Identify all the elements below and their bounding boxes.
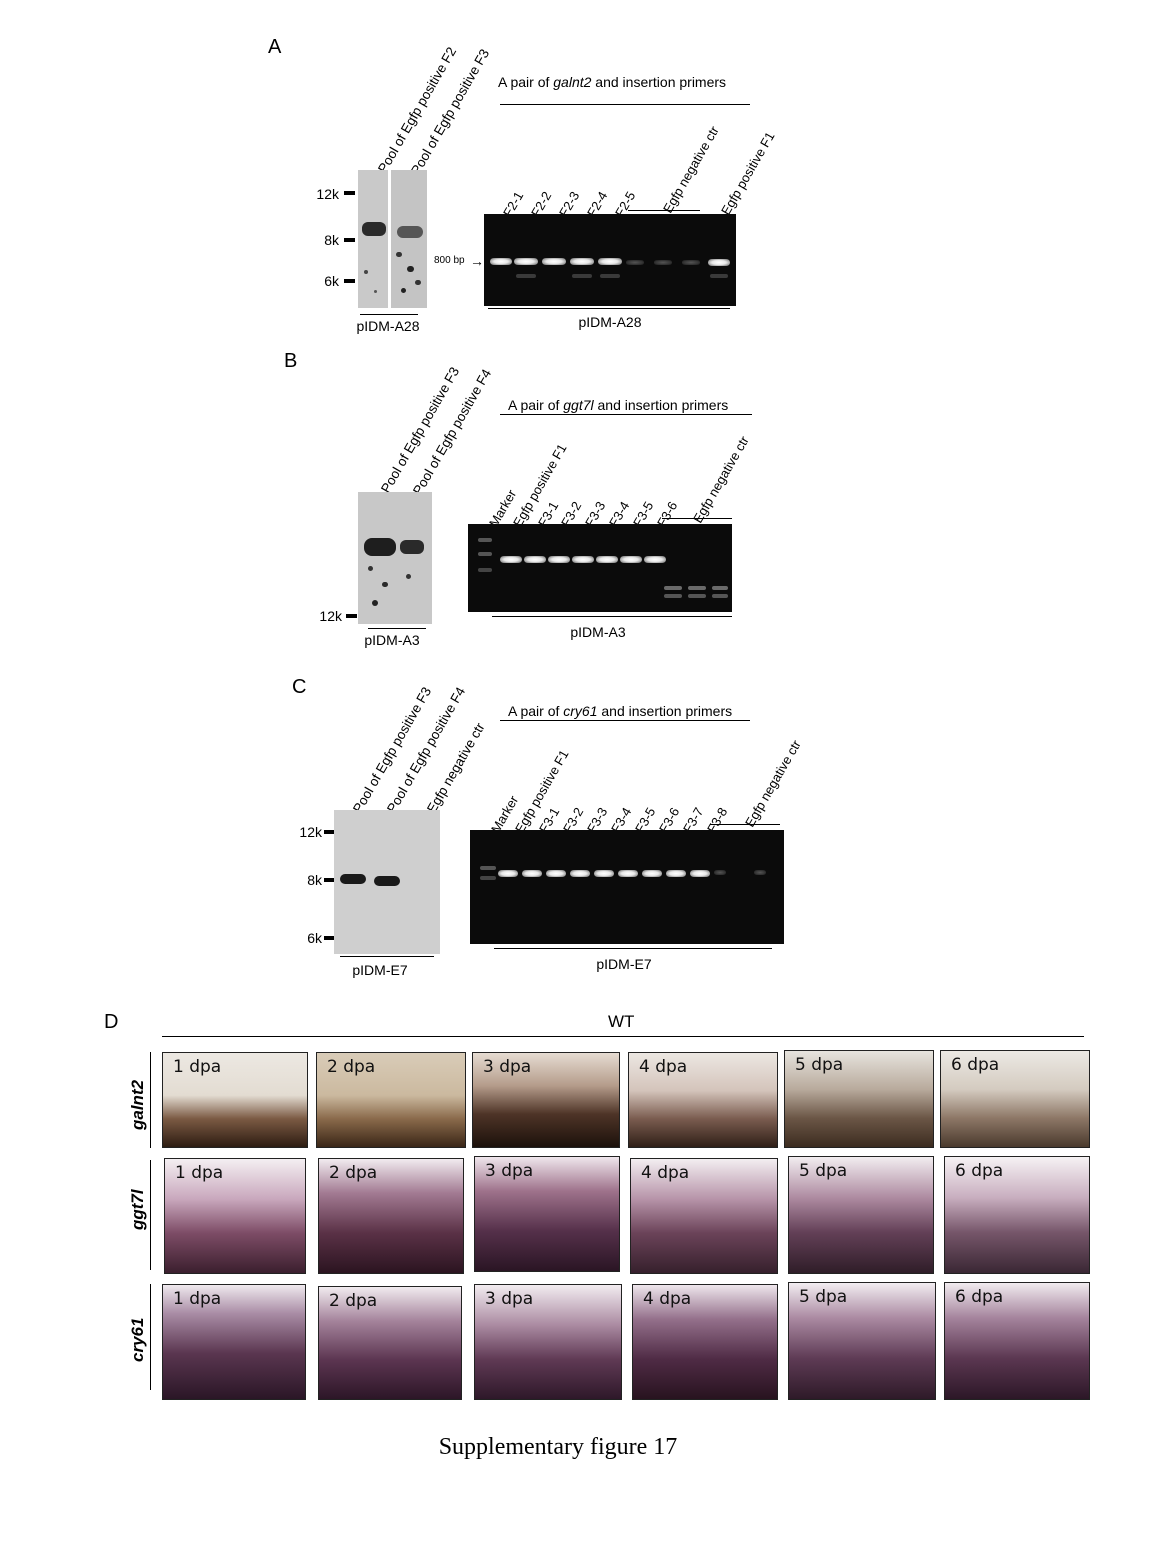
pcr-b-neg-label: Egfp negative ctr xyxy=(690,433,752,526)
fin-image-galnt2-6dpa: 6 dpa xyxy=(940,1050,1090,1148)
fin-image-cry61-4dpa: 4 dpa xyxy=(632,1284,778,1400)
fin-image-cry61-3dpa: 3 dpa xyxy=(474,1284,622,1400)
fin-image-galnt2-5dpa: 5 dpa xyxy=(784,1050,934,1148)
blot-b-size-12k: 12k xyxy=(319,608,342,624)
fin-image-cry61-5dpa: 5 dpa xyxy=(788,1282,936,1400)
blot-a-tick xyxy=(344,238,355,242)
blot-a-underline xyxy=(360,314,418,315)
blot-c-tick xyxy=(324,936,335,940)
blot-c-caption: pIDM-E7 xyxy=(352,962,408,978)
gene-label-cry61: cry61 xyxy=(128,1317,147,1362)
fin-image-ggt7l-1dpa: 1 dpa xyxy=(164,1158,306,1274)
pcr-b-neg-line xyxy=(662,518,732,519)
southern-blot-b xyxy=(358,492,432,624)
fin-image-galnt2-3dpa: 3 dpa xyxy=(472,1052,620,1148)
southern-blot-c xyxy=(334,810,440,954)
southern-blot-a-lane-1 xyxy=(358,170,388,308)
gene-label-ggt7l: ggt7l xyxy=(128,1189,147,1230)
fin-image-ggt7l-6dpa: 6 dpa xyxy=(944,1156,1090,1274)
panel-b-label: B xyxy=(284,350,298,372)
blot-c-size-8k: 8k xyxy=(307,872,322,888)
pcr-a-pos-label: Egfp positive F1 xyxy=(718,129,778,218)
pcr-c-underline xyxy=(494,948,772,949)
pcr-b-caption: pIDM-A3 xyxy=(570,624,626,640)
pcr-gel-a xyxy=(484,214,736,306)
pcr-a-title: A pair of galnt2 and insertion primers xyxy=(498,74,727,90)
pcr-a-neg-line xyxy=(628,210,700,211)
blot-a-tick xyxy=(344,279,355,283)
pcr-a-caption: pIDM-A28 xyxy=(578,314,642,330)
blot-b-tick xyxy=(346,614,357,618)
panel-c-label: C xyxy=(292,676,307,698)
fin-image-cry61-1dpa: 1 dpa xyxy=(162,1284,306,1400)
pcr-c-neg-label: Egfp negative ctr xyxy=(742,737,804,830)
row-bar xyxy=(150,1284,151,1390)
blot-a-size-12k: 12k xyxy=(316,186,339,202)
pcr-c-title-line xyxy=(500,720,750,721)
blot-b-caption: pIDM-A3 xyxy=(364,632,420,648)
fin-image-ggt7l-3dpa: 3 dpa xyxy=(474,1156,620,1272)
blot-c-tick xyxy=(324,878,335,882)
blot-c-size-12k: 12k xyxy=(299,824,322,840)
panel-a-label: A xyxy=(268,36,282,58)
southern-blot-a-lane-2 xyxy=(391,170,427,308)
pcr-b-underline xyxy=(492,616,732,617)
fin-image-galnt2-4dpa: 4 dpa xyxy=(628,1052,778,1148)
blot-c-size-6k: 6k xyxy=(307,930,322,946)
pcr-c-title: A pair of cry61 and insertion primers xyxy=(508,703,733,719)
blot-c-underline xyxy=(340,956,434,957)
pcr-b-title-line xyxy=(500,414,752,415)
pcr-a-neg-label: Egfp negative ctr xyxy=(660,123,722,216)
pcr-c-caption: pIDM-E7 xyxy=(596,956,652,972)
row-bar xyxy=(150,1160,151,1270)
panel-d-header-line xyxy=(162,1036,1084,1037)
pcr-gel-b xyxy=(468,524,732,612)
fin-image-galnt2-2dpa: 2 dpa xyxy=(316,1052,466,1148)
figure-caption: Supplementary figure 17 xyxy=(438,1434,678,1460)
marker-800bp: 800 bp xyxy=(434,255,465,266)
fin-image-ggt7l-2dpa: 2 dpa xyxy=(318,1158,464,1274)
fin-image-cry61-2dpa: 2 dpa xyxy=(318,1286,462,1400)
row-bar xyxy=(150,1052,151,1148)
gene-label-galnt2: galnt2 xyxy=(128,1079,147,1130)
pcr-c-neg-line xyxy=(710,824,780,825)
panel-d-header: WT xyxy=(608,1012,635,1031)
blot-a-caption: pIDM-A28 xyxy=(356,318,420,334)
blot-c-tick xyxy=(324,830,335,834)
pcr-b-title: A pair of ggt7l and insertion primers xyxy=(508,397,729,413)
fin-image-galnt2-1dpa: 1 dpa xyxy=(162,1052,308,1148)
fin-image-ggt7l-5dpa: 5 dpa xyxy=(788,1156,934,1274)
arrow-icon: → xyxy=(470,253,484,269)
blot-a-size-8k: 8k xyxy=(324,232,339,248)
blot-a-size-6k: 6k xyxy=(324,273,339,289)
pcr-a-underline xyxy=(488,308,730,309)
panel-d-label: D xyxy=(104,1011,119,1033)
pcr-a-title-line xyxy=(500,104,750,105)
pcr-gel-c xyxy=(470,830,784,944)
blot-b-underline xyxy=(368,628,426,629)
fin-image-ggt7l-4dpa: 4 dpa xyxy=(630,1158,778,1274)
blot-a-tick xyxy=(344,191,355,195)
fin-image-cry61-6dpa: 6 dpa xyxy=(944,1282,1090,1400)
